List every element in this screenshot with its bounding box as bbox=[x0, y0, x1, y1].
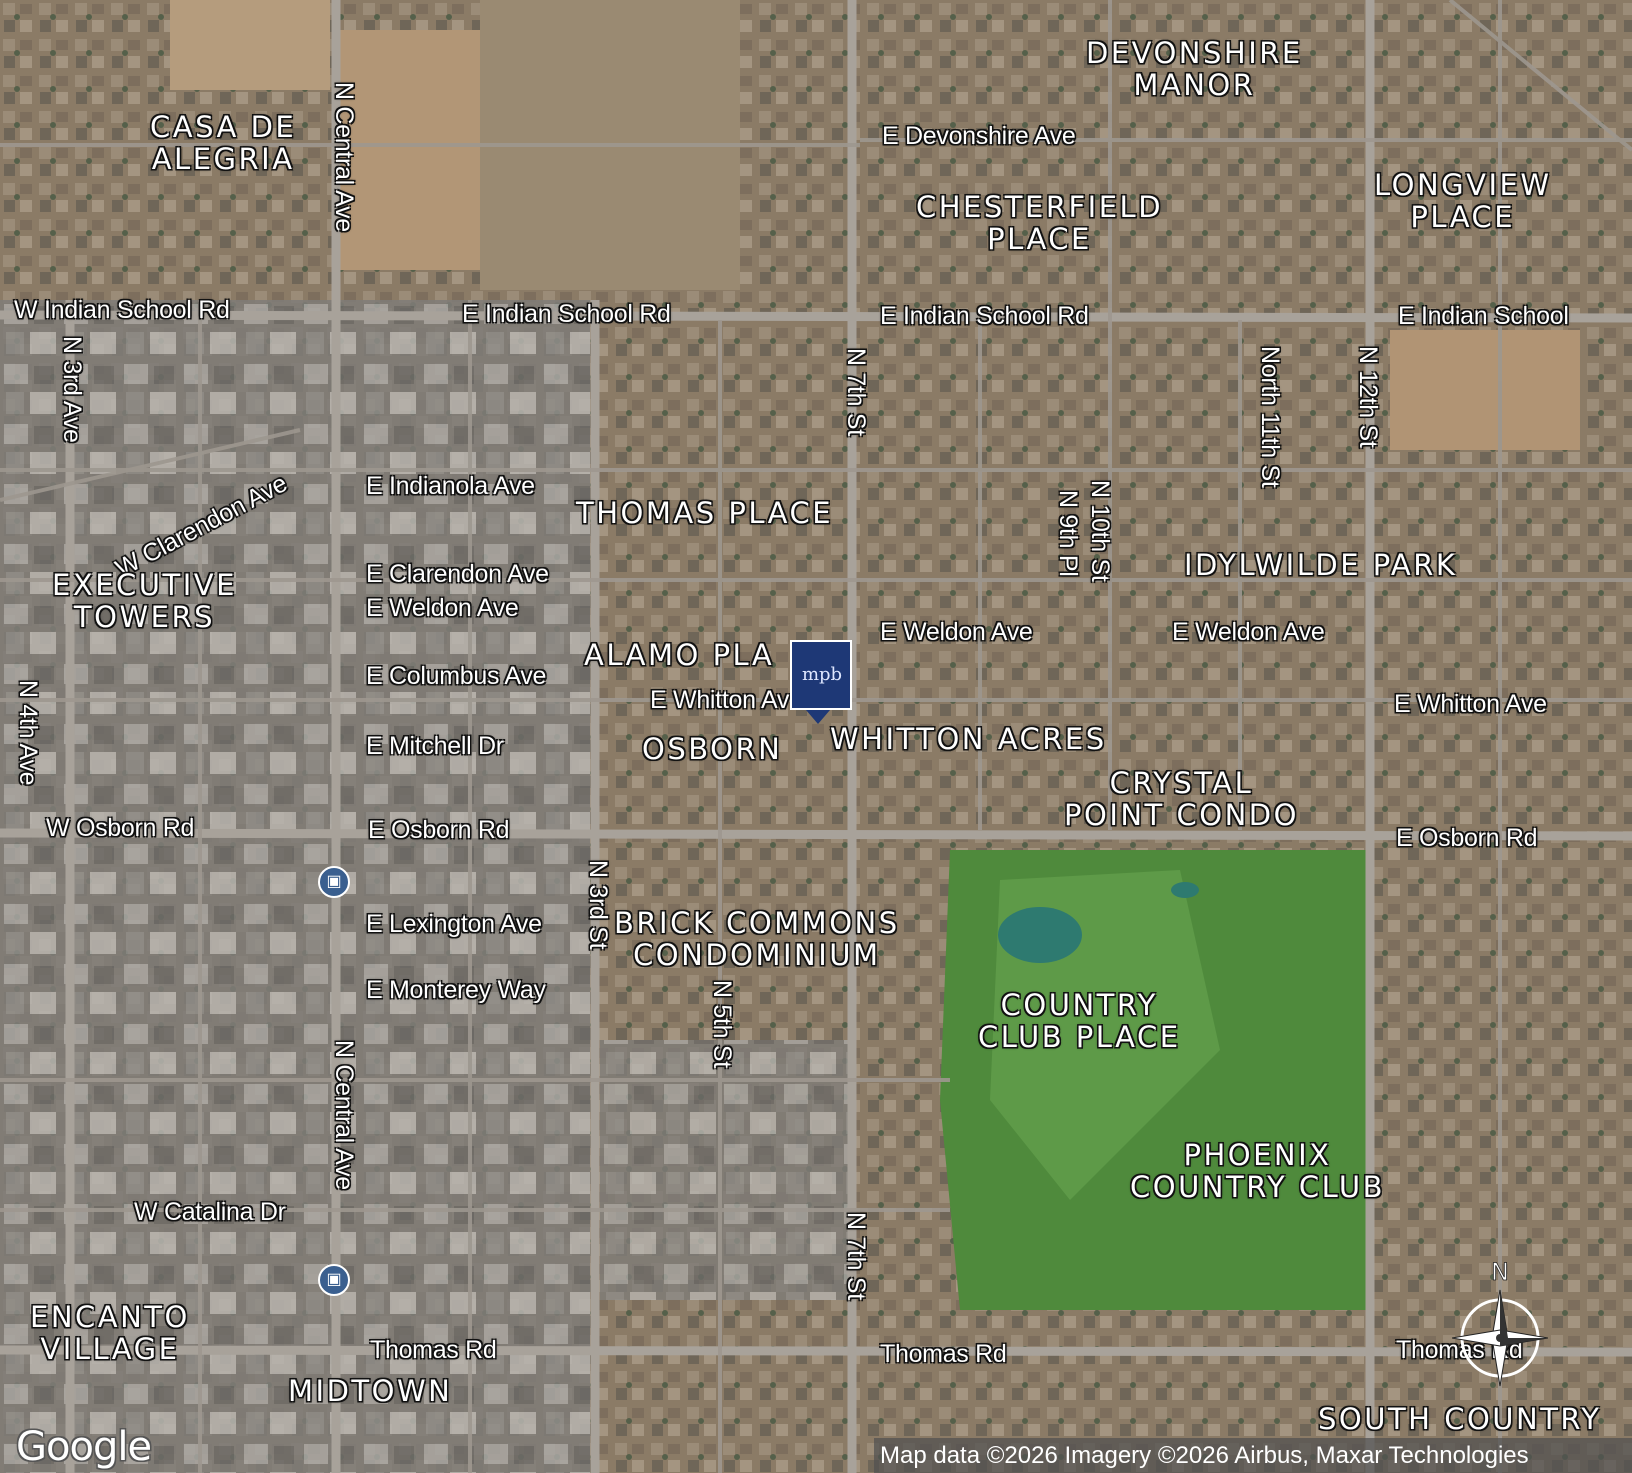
neighborhood-label-encanto-village: ENCANTO VILLAGE bbox=[30, 1300, 190, 1366]
neighborhood-label-midtown: MIDTOWN bbox=[288, 1374, 453, 1408]
neighborhood-label-whitton-acres: WHITTON ACRES bbox=[830, 722, 1107, 756]
street-label-e-osborn-rd: E Osborn Rd bbox=[1396, 824, 1538, 852]
street-label-n-10th-st: N 10th St bbox=[1086, 480, 1114, 582]
street-label-e-lexington-ave: E Lexington Ave bbox=[366, 910, 542, 938]
street-label-n-central-ave: N Central Ave bbox=[330, 1040, 358, 1190]
bus-station-icon[interactable]: ▣ bbox=[318, 866, 350, 898]
street-label-n-12th-st: N 12th St bbox=[1354, 346, 1382, 448]
street-label-e-weldon-ave: E Weldon Ave bbox=[366, 594, 519, 622]
neighborhood-label-brick-commons-condominium: BRICK COMMONS CONDOMINIUM bbox=[614, 906, 900, 972]
street-label-e-devonshire-ave: E Devonshire Ave bbox=[882, 122, 1076, 150]
neighborhood-label-casa-de-alegria: CASA DE ALEGRIA bbox=[150, 110, 297, 176]
street-label-w-indian-school-rd: W Indian School Rd bbox=[14, 296, 230, 324]
north-label: N bbox=[1491, 1258, 1509, 1286]
street-label-n-7th-st: N 7th St bbox=[842, 1212, 870, 1300]
google-logo[interactable]: Google bbox=[16, 1424, 152, 1470]
marker-logo: mpb bbox=[801, 664, 843, 685]
street-label-n-central-ave: N Central Ave bbox=[330, 82, 358, 232]
street-label-thomas-rd: Thomas Rd bbox=[370, 1336, 497, 1364]
neighborhood-label-chesterfield-place: CHESTERFIELD PLACE bbox=[916, 190, 1164, 256]
neighborhood-label-phoenix-country-club: PHOENIX COUNTRY CLUB bbox=[1130, 1138, 1386, 1204]
location-marker[interactable]: mpb bbox=[790, 640, 852, 710]
street-label-e-monterey-way: E Monterey Way bbox=[366, 976, 546, 1004]
neighborhood-label-idylwilde-park: IDYLWILDE PARK bbox=[1184, 548, 1458, 582]
marker-pin-icon bbox=[806, 710, 830, 724]
neighborhood-label-devonshire-manor: DEVONSHIRE MANOR bbox=[1086, 36, 1303, 102]
street-label-e-whitton-ave: E Whitton Av bbox=[650, 686, 790, 714]
neighborhood-label-country-club-place: COUNTRY CLUB PLACE bbox=[978, 988, 1181, 1054]
bus-station-icon[interactable]: ▣ bbox=[318, 1264, 350, 1296]
street-label-n-4th-ave: N 4th Ave bbox=[14, 680, 42, 786]
street-label-e-whitton-ave: E Whitton Ave bbox=[1394, 690, 1547, 718]
street-label-e-weldon-ave: E Weldon Ave bbox=[1172, 618, 1325, 646]
compass-rose-icon[interactable]: N bbox=[1452, 1258, 1548, 1388]
street-label-n-7th-st: N 7th St bbox=[842, 348, 870, 436]
street-label-north-11th-st: North 11th St bbox=[1256, 346, 1284, 488]
street-label-e-indianola-ave: E Indianola Ave bbox=[366, 472, 535, 500]
neighborhood-label-executive-towers: EXECUTIVE TOWERS bbox=[52, 568, 237, 634]
street-label-e-columbus-ave: E Columbus Ave bbox=[366, 662, 547, 690]
street-label-e-indian-school-rd: E Indian School Rd bbox=[880, 302, 1089, 330]
street-label-e-weldon-ave: E Weldon Ave bbox=[880, 618, 1033, 646]
street-label-e-osborn-rd: E Osborn Rd bbox=[368, 816, 510, 844]
street-label-w-osborn-rd: W Osborn Rd bbox=[46, 814, 195, 842]
street-label-n-5th-st: N 5th St bbox=[708, 980, 736, 1068]
neighborhood-label-thomas-place: THOMAS PLACE bbox=[576, 496, 834, 530]
street-label-w-catalina-dr: W Catalina Dr bbox=[134, 1198, 286, 1226]
street-label-n-9th-pl: N 9th Pl bbox=[1054, 490, 1082, 577]
map-attribution: Map data ©2026 Imagery ©2026 Airbus, Max… bbox=[874, 1438, 1632, 1473]
street-label-e-indian-school-rd: E Indian School Rd bbox=[462, 300, 671, 328]
neighborhood-label-longview-place: LONGVIEW PLACE bbox=[1374, 168, 1552, 234]
neighborhood-label-south-country: SOUTH COUNTRY bbox=[1318, 1402, 1602, 1436]
street-label-thomas-rd: Thomas Rd bbox=[880, 1340, 1007, 1368]
street-label-n-3rd-st: N 3rd St bbox=[584, 860, 612, 950]
neighborhood-label-osborn: OSBORN bbox=[642, 732, 783, 766]
street-label-e-clarendon-ave: E Clarendon Ave bbox=[366, 560, 549, 588]
neighborhood-label-crystal-point-condo: CRYSTAL POINT CONDO bbox=[1064, 766, 1299, 832]
street-label-e-indian-school: E Indian School bbox=[1398, 302, 1569, 330]
street-label-n-3rd-ave: N 3rd Ave bbox=[58, 336, 86, 443]
street-label-e-mitchell-dr: E Mitchell Dr bbox=[366, 732, 504, 760]
neighborhood-label-alamo-place: ALAMO PLA bbox=[584, 638, 775, 672]
